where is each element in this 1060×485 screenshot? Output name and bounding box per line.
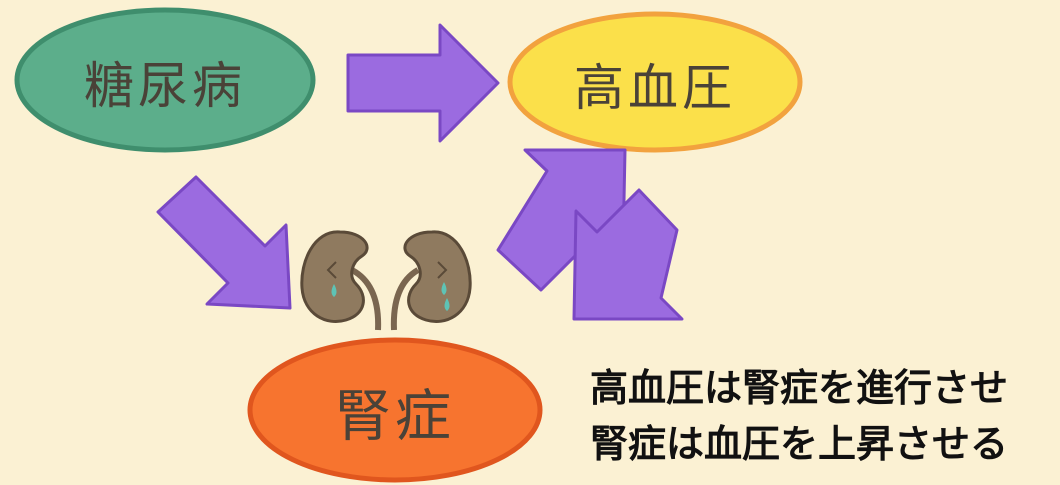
- arrow-diabetes-to-kidney: [156, 175, 292, 310]
- hypertension-node: [507, 11, 803, 153]
- arrow-kidney-to-hypertension: [496, 148, 627, 292]
- arrow-diabetes-to-hypertension: [346, 23, 500, 143]
- teardrop-icon: [331, 284, 337, 297]
- diabetes-node: [14, 7, 316, 153]
- kidneys-illustration: [300, 230, 472, 331]
- caption: 高血圧は腎症を進行させ 腎症は血圧を上昇させる: [590, 360, 1008, 472]
- teardrop-icon: [444, 298, 450, 311]
- diabetes-label: 糖尿病: [84, 57, 246, 115]
- kidney-disease-label: 腎症: [335, 384, 455, 450]
- caption-line-2: 腎症は血圧を上昇させる: [590, 422, 1009, 466]
- kidney-disease-node: [247, 337, 543, 483]
- right-kidney: [403, 230, 472, 323]
- hypertension-label: 高血圧: [574, 59, 736, 117]
- teardrop-icon: [441, 282, 447, 295]
- arrow-hypertension-to-kidney: [572, 188, 684, 321]
- caption-line-1: 高血圧は腎症を進行させ: [590, 366, 1009, 410]
